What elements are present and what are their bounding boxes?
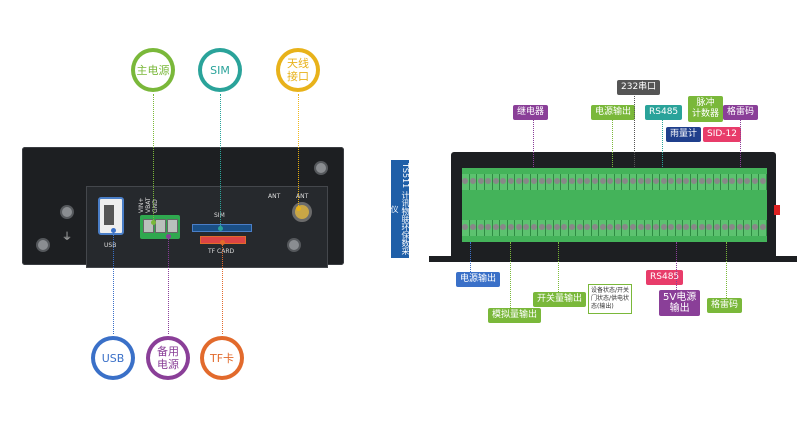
rain-gauge-tag: 雨量计 [666,127,702,142]
antenna-connector [292,202,312,222]
sim-text: SIM [202,52,238,88]
callout-dot [111,228,116,233]
screw-icon [314,161,328,175]
callout-dot [166,234,171,239]
callout-line [222,242,223,334]
callout-dot [151,220,156,225]
callout-line [510,242,511,308]
callout-line [168,236,169,334]
callout-line [470,242,471,272]
callout-line [612,117,613,167]
model-label: TS511 计讯物联环保数采仪 [390,160,410,258]
callout-line [533,117,534,167]
callout-line [634,92,635,167]
tf-slot-label: TF CARD [208,248,235,255]
power-out-bottom-tag: 电源输出 [456,272,501,287]
power-terminal [140,215,180,239]
callout-line [220,94,221,228]
backup-power-callout: 备用 电源 [146,336,190,380]
relay-tag: 继电器 [513,105,549,120]
mounting-flange [429,256,797,262]
ground-icon: ⏚ [62,232,72,243]
callout-dot [218,226,223,231]
screw-icon [60,205,74,219]
callout-line [726,242,727,298]
usb-text: USB [95,340,131,376]
usb-callout: USB [91,336,135,380]
gray-code-bottom-tag: 格雷码 [707,298,743,313]
callout-dot [296,206,301,211]
callout-line [740,117,741,167]
callout-dot [220,240,225,245]
5v-out-tag: 5V电源 输出 [659,290,701,316]
backup-power-text: 备用 电源 [150,340,186,376]
sid12-tag: SID-12 [703,127,741,142]
callout-line [558,242,559,292]
tf-callout: TF卡 [200,336,244,380]
tf-text: TF卡 [204,340,240,376]
callout-line [662,117,663,167]
analog-out-tag: 模拟量输出 [488,308,542,323]
rs485-bottom-tag: RS485 [646,270,684,285]
ant-label: ANT [268,193,281,200]
rs485-top-tag: RS485 [645,105,683,120]
antenna-callout: 天线 接口 [276,48,320,92]
callout-line [153,94,154,222]
callout-line [298,94,299,208]
callout-line [113,230,114,334]
status-note: 设备状态/开关 门状态/供电状 态(输出) [588,284,633,314]
screw-icon [287,238,301,252]
rs232-tag: 232串口 [617,80,661,95]
antenna-text: 天线 接口 [280,52,316,88]
power-out-top-tag: 电源输出 [591,105,636,120]
sim-callout: SIM [198,48,242,92]
callout-line [676,242,677,290]
main-power-callout: 主电源 [131,48,175,92]
indicator-led [774,205,780,215]
screw-icon [36,238,50,252]
ant-label: ANT [296,193,309,200]
gray-code-top-tag: 格雷码 [723,105,759,120]
switch-out-tag: 开关量输出 [533,292,587,307]
usb-port-label: USB [104,242,117,249]
pulse-counter-tag: 脉冲 计数器 [688,96,724,122]
terminal-block [462,168,767,242]
power-terminal-label: VIN+ VBAT GND [138,197,159,213]
sim-slot-label: SIM [214,212,225,219]
main-power-text: 主电源 [135,52,171,88]
